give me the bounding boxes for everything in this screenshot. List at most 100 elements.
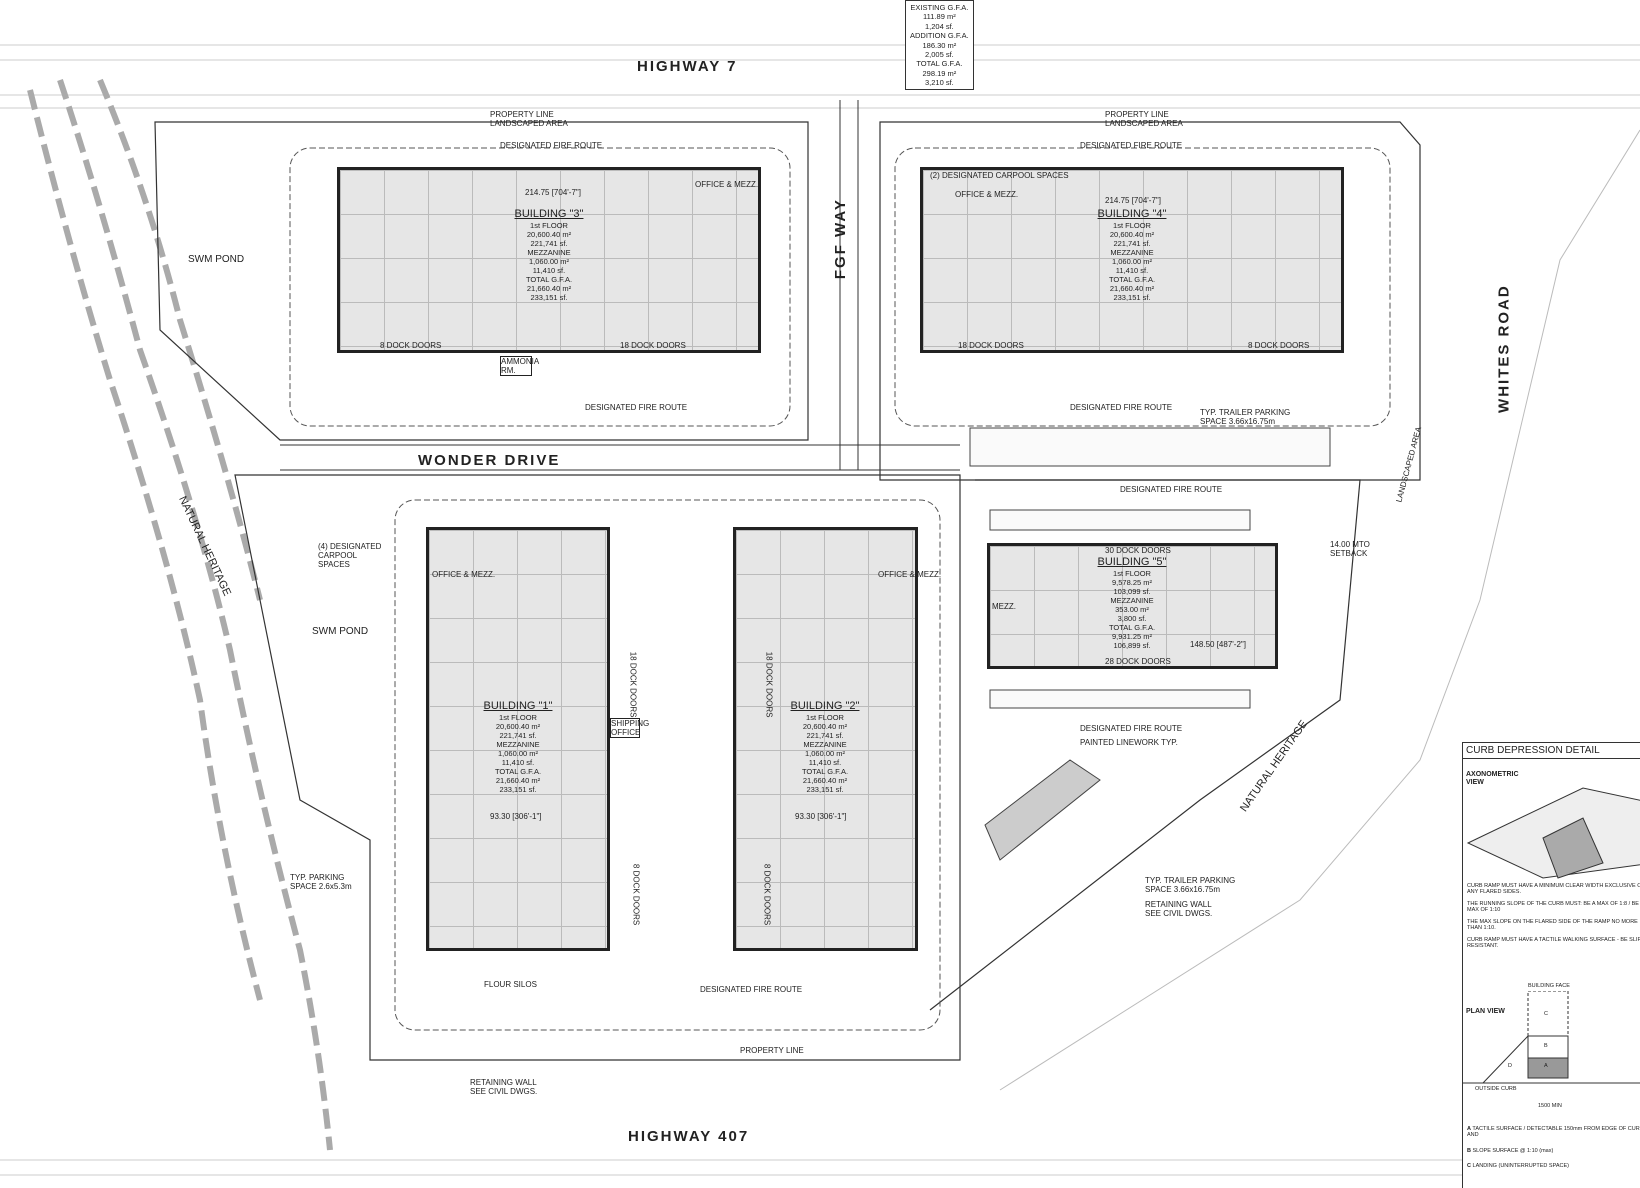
building-name: BUILDING "5": [1097, 556, 1167, 568]
building-stat: 20,600.40 m²: [495, 722, 541, 732]
dimension-label: 148.50 [487'-2"]: [1190, 640, 1246, 649]
building-3[interactable]: [337, 167, 761, 353]
building-stat: MEZZANINE: [527, 248, 571, 258]
dock-doors-label: 28 DOCK DOORS: [1105, 657, 1171, 666]
building-stat: TOTAL G.F.A.: [494, 767, 542, 777]
detail-note: CURB RAMP MUST HAVE A MINIMUM CLEAR WIDT…: [1467, 883, 1640, 896]
dock-doors-label: 18 DOCK DOORS: [628, 651, 638, 718]
legend-letter: A: [1467, 1126, 1471, 1132]
swm-pond-label: SWM POND: [188, 254, 245, 265]
building-4[interactable]: [920, 167, 1344, 353]
landscaped-area-label: LANDSCAPED AREA: [490, 119, 568, 128]
gfa-line: 3,210 sf.: [924, 78, 954, 87]
road-label-fgf-way: FGF WAY: [831, 198, 849, 280]
office-label: OFFICE & MEZZ.: [695, 180, 759, 189]
plan-letter: A: [1544, 1063, 1548, 1069]
building-stat: TOTAL G.F.A.: [801, 767, 849, 777]
building-stat: 1st FLOOR: [499, 713, 537, 723]
building-stat: 3,800 sf.: [1117, 614, 1147, 624]
building-stat: 21,660.40 m²: [802, 776, 848, 786]
building-stat: TOTAL G.F.A.: [525, 275, 573, 285]
building-name: BUILDING "2": [790, 700, 860, 712]
building-stat: 1st FLOOR: [806, 713, 844, 723]
dock-doors-label: 18 DOCK DOORS: [620, 341, 686, 350]
dock-doors-label: 18 DOCK DOORS: [764, 651, 774, 718]
building-name: BUILDING "3": [514, 208, 584, 220]
dock-doors-label: 30 DOCK DOORS: [1105, 546, 1171, 555]
dock-doors-label: 8 DOCK DOORS: [1248, 341, 1310, 350]
building-stat: 20,600.40 m²: [1109, 230, 1155, 240]
building-stat: 21,660.40 m²: [495, 776, 541, 786]
fire-route-label: DESIGNATED FIRE ROUTE: [1120, 485, 1223, 494]
dock-doors-label: 18 DOCK DOORS: [958, 341, 1024, 350]
legend-letter: C: [1467, 1163, 1471, 1169]
fire-route-label: DESIGNATED FIRE ROUTE: [700, 985, 803, 994]
building-stat: 1st FLOOR: [1113, 221, 1151, 231]
property-line-label: PROPERTY LINE: [740, 1046, 804, 1055]
road-label-highway-7: HIGHWAY 7: [637, 58, 738, 75]
road-label-highway-407: HIGHWAY 407: [628, 1128, 750, 1145]
building-stat: 11,410 sf.: [808, 758, 842, 768]
office-label: MEZZ.: [992, 602, 1016, 611]
detail-note: CURB RAMP MUST HAVE A TACTILE WALKING SU…: [1467, 937, 1640, 950]
landscaped-area-label: LANDSCAPED AREA: [1105, 119, 1183, 128]
retaining-wall-note: RETAINING WALL SEE CIVIL DWGS.: [470, 1078, 538, 1097]
legend-c: C LANDING (UNINTERRUPTED SPACE): [1467, 1163, 1569, 1169]
building-name: BUILDING "1": [483, 700, 553, 712]
painted-linework-note: PAINTED LINEWORK TYP.: [1080, 738, 1178, 747]
gfa-line: TOTAL G.F.A.: [916, 59, 963, 69]
gfa-line: 2,005 sf.: [924, 49, 954, 59]
building-stat: 9,931.25 m²: [1111, 632, 1153, 642]
building-stat: 9,578.25 m²: [1111, 578, 1153, 588]
fire-route-label: DESIGNATED FIRE ROUTE: [1080, 141, 1183, 150]
dock-doors-label: 8 DOCK DOORS: [762, 863, 772, 926]
building-stat: 221,741 sf.: [530, 239, 568, 249]
plan-view-drawing: [1463, 991, 1640, 1084]
building-stat: 21,660.40 m²: [526, 284, 572, 294]
shipping-office: SHIPPING OFFICE: [610, 718, 650, 739]
building-stat: 20,600.40 m²: [526, 230, 572, 240]
building-name: BUILDING "4": [1097, 208, 1167, 220]
legend-letter: B: [1467, 1148, 1471, 1154]
building-5[interactable]: [987, 543, 1278, 669]
axonometric-drawing: [1466, 787, 1640, 879]
building-stat: TOTAL G.F.A.: [1108, 623, 1156, 633]
dock-doors-label: 8 DOCK DOORS: [631, 863, 641, 926]
legend-text: TACTILE SURFACE / DETECTABLE 150mm FROM …: [1467, 1126, 1640, 1139]
setback-note: 14.00 MTO SETBACK: [1330, 540, 1370, 559]
carpool-note: (2) DESIGNATED CARPOOL SPACES: [930, 171, 1069, 180]
building-stat: 21,660.40 m²: [1109, 284, 1155, 294]
fire-route-label: DESIGNATED FIRE ROUTE: [1070, 403, 1173, 412]
plan-letter: D: [1508, 1063, 1512, 1069]
property-lines: [154, 121, 1421, 1061]
trailer-parking-note: TYP. TRAILER PARKING SPACE 3.66x16.75m: [1200, 408, 1291, 427]
retaining-wall-note: RETAINING WALL SEE CIVIL DWGS.: [1145, 900, 1213, 919]
legend-b: B SLOPE SURFACE @ 1:10 (max): [1467, 1148, 1553, 1154]
legend-text: LANDING (UNINTERRUPTED SPACE): [1472, 1163, 1569, 1169]
gfa-line: 1,204 sf.: [924, 21, 954, 31]
building-stat: TOTAL G.F.A.: [1108, 275, 1156, 285]
building-2[interactable]: [733, 527, 918, 951]
trailer-parking-note: TYP. TRAILER PARKING SPACE 3.66x16.75m: [1145, 876, 1236, 895]
building-stat: MEZZANINE: [1110, 596, 1154, 606]
building-1[interactable]: [426, 527, 610, 951]
detail-note: THE RUNNING SLOPE OF THE CURB MUST: BE A…: [1467, 901, 1640, 914]
office-label: OFFICE & MEZZ.: [878, 570, 942, 579]
building-stat: 233,151 sf.: [530, 293, 568, 303]
building-stat: 233,151 sf.: [806, 785, 844, 795]
gfa-line: 186.30 m²: [922, 40, 957, 50]
gfa-line: 298.19 m²: [922, 68, 957, 78]
plan-letter: C: [1544, 1011, 1548, 1017]
flour-silos-label: FLOUR SILOS: [484, 980, 537, 989]
building-stat: 20,600.40 m²: [802, 722, 848, 732]
office-label: OFFICE & MEZZ.: [432, 570, 496, 579]
detail-title: CURB DEPRESSION DETAIL: [1463, 743, 1640, 759]
building-stat: 1,060.00 m²: [804, 749, 846, 759]
swm-pond-label: SWM POND: [312, 626, 369, 637]
parking-area: [969, 427, 1331, 709]
